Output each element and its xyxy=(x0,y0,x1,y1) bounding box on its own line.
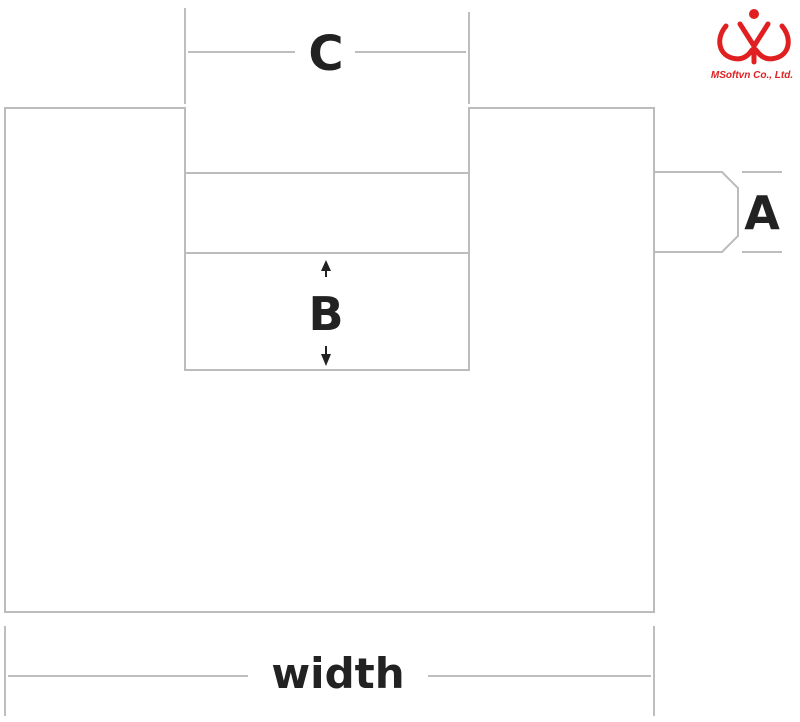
logo-mark-icon xyxy=(717,21,791,65)
arrow-down-icon xyxy=(321,354,331,366)
dimension-a-label: A xyxy=(744,186,780,240)
company-logo: MSoftvn Co., Ltd. xyxy=(711,9,793,81)
arrow-up-icon xyxy=(321,260,331,271)
logo-text: MSoftvn Co., Ltd. xyxy=(711,70,793,81)
dimension-c-label: C xyxy=(308,26,343,82)
key-cylinder xyxy=(654,171,739,253)
lock-body-outline xyxy=(4,107,655,613)
dimension-width-label: width xyxy=(271,649,404,698)
dimension-a: A xyxy=(742,171,782,253)
logo-dot-icon xyxy=(749,9,759,19)
dimension-b: B xyxy=(308,260,344,366)
dimension-width: width xyxy=(4,626,655,716)
shackle-bar xyxy=(184,172,470,254)
dimension-c: C xyxy=(184,8,470,104)
dimension-b-label: B xyxy=(308,287,343,341)
